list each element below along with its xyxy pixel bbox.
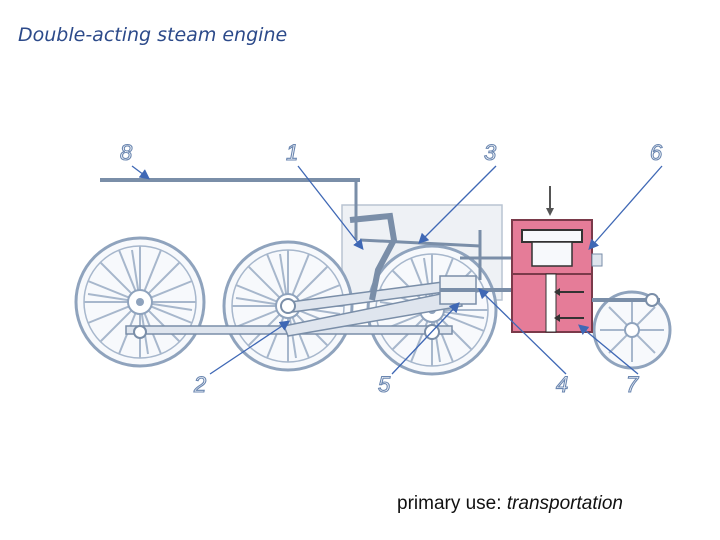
- leader-arrows: [131, 165, 663, 375]
- label-7: 7: [626, 372, 639, 397]
- label-4: 4: [556, 372, 568, 397]
- pony-wheel: [592, 290, 672, 370]
- connecting-rod: [282, 289, 463, 337]
- caption: primary use: transportation: [397, 493, 623, 515]
- caption-value: transportation: [506, 493, 623, 514]
- label-3: 3: [484, 140, 497, 165]
- label-1: 1: [286, 140, 298, 165]
- label-8: 8: [120, 140, 133, 165]
- label-2: 2: [193, 372, 206, 397]
- label-5: 5: [378, 372, 391, 397]
- driving-wheel-1: [74, 236, 206, 368]
- label-6: 6: [650, 140, 663, 165]
- cylinder-assembly: [511, 186, 660, 333]
- steam-engine-diagram: 8 1 3 6 2 5 4 7: [74, 139, 672, 398]
- caption-prefix: primary use:: [397, 493, 507, 514]
- reversing-lever: [349, 212, 398, 301]
- diagram-title: Double-acting steam engine: [18, 24, 288, 46]
